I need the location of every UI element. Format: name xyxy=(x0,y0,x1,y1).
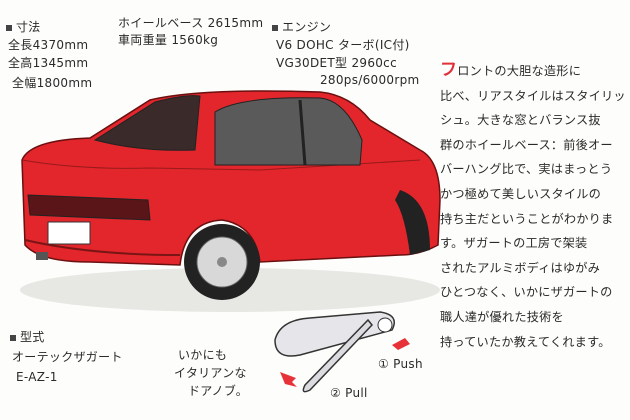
engine-power: 280ps/6000rpm xyxy=(320,73,420,87)
license-plate xyxy=(47,221,91,245)
pull-arrow-icon xyxy=(280,372,297,387)
description-line: されたアルミボディはゆがみ xyxy=(440,260,601,275)
description-line: 職人達が優れた技術を xyxy=(440,309,564,324)
handle-caption-1: いかにも xyxy=(178,348,228,362)
description-line: 持ち主だということがわかりま xyxy=(440,211,614,226)
description-line: ロントの大胆な造形に xyxy=(457,64,582,78)
exhaust xyxy=(36,252,48,260)
spec-length: 全長4370mm xyxy=(8,38,89,52)
description-text: フロントの大胆な造形に 比べ、リアスタイルはスタイリッ シュ。大きな窓とバランス… xyxy=(440,58,630,354)
description-line: 持っていたか教えてくれます。 xyxy=(440,334,611,349)
description-line: 群のホイールベース：前後オー xyxy=(440,137,613,152)
model-name: オーテックザガート xyxy=(12,350,123,364)
engine-heading: エンジン xyxy=(272,20,331,35)
drop-cap: フ xyxy=(440,60,458,80)
engine-model: VG30DET型 2960cc xyxy=(276,56,397,70)
spec-height: 全高1345mm xyxy=(8,56,89,70)
push-label: ① Push xyxy=(378,357,423,371)
description-line: す。ザガートの工房で架装 xyxy=(440,236,588,251)
description-line: バーハング比で、実はまっとう xyxy=(440,162,613,177)
description-line: シュ。大きな窓とバランス抜 xyxy=(440,113,601,128)
spec-width: 全幅1800mm xyxy=(12,76,93,90)
model-heading: 型式 xyxy=(10,330,45,345)
description-line: かつ極めて美しいスタイルの xyxy=(440,186,602,201)
dimensions-heading: 寸法 xyxy=(6,20,41,35)
push-arrow-icon xyxy=(392,338,410,350)
spec-wheelbase: ホイールベース 2615mm xyxy=(118,16,264,30)
door-handle-illustration xyxy=(274,311,410,393)
side-window xyxy=(214,97,363,166)
engine-type: V6 DOHC ターボ(IC付) xyxy=(276,38,410,52)
model-code: E-AZ-1 xyxy=(16,370,58,384)
tail-lights xyxy=(27,194,151,221)
front-wheel xyxy=(395,190,430,255)
description-line: 比べ、リアスタイルはスタイリッ xyxy=(440,88,626,103)
handle-caption-3: ドアノブ。 xyxy=(188,384,249,398)
pull-label: ② Pull xyxy=(330,386,368,400)
description-line: ひとつなく、いかにザガートの xyxy=(440,285,613,300)
handle-caption-2: イタリアンな xyxy=(174,366,247,380)
rear-window xyxy=(93,95,201,151)
spec-weight: 車両重量 1560kg xyxy=(118,33,219,47)
